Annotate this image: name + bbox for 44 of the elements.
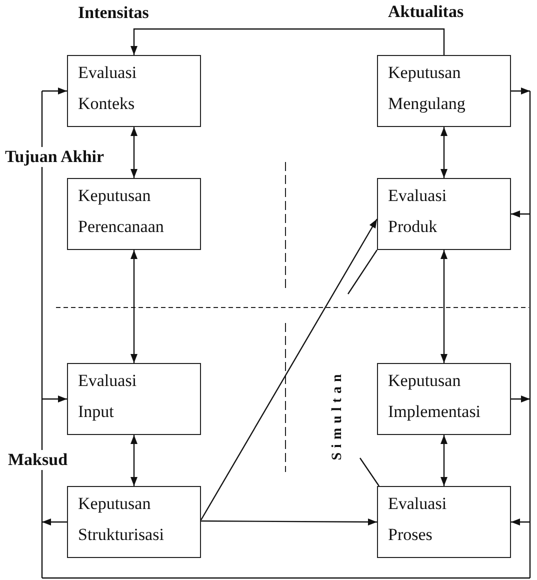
leader-line xyxy=(360,458,380,486)
connector-line xyxy=(529,214,531,399)
connector-arrow xyxy=(42,518,67,526)
step-label: Keputusan Implementasi xyxy=(388,370,481,423)
step-label: Evaluasi Konteks xyxy=(78,62,137,115)
process-box xyxy=(67,55,201,127)
step-label: Keputusan Strukturisasi xyxy=(78,493,164,546)
step-label: Evaluasi Input xyxy=(78,370,137,423)
connector-arrow xyxy=(130,127,138,178)
connector-arrow xyxy=(440,435,448,486)
process-box xyxy=(377,486,511,558)
connector-line xyxy=(529,522,531,578)
quadrant-label: Maksud xyxy=(8,450,68,470)
connector-line xyxy=(348,250,378,294)
connector-arrow xyxy=(511,396,530,402)
vertical-label: Simultan xyxy=(330,370,346,460)
connector-arrow xyxy=(42,396,67,402)
connector-arrow xyxy=(130,250,138,363)
connector-arrow xyxy=(201,518,377,526)
connector-arrow xyxy=(511,210,530,218)
connector-arrow xyxy=(200,218,378,520)
process-box xyxy=(67,486,201,558)
quadrant-label: Tujuan Akhir xyxy=(5,147,104,167)
connector-line xyxy=(529,91,531,214)
process-box xyxy=(67,363,201,435)
step-label: Keputusan Mengulang xyxy=(388,62,466,115)
process-box xyxy=(377,363,511,435)
connector-arrow xyxy=(440,127,448,178)
connector-arrow xyxy=(130,28,445,55)
step-label: Evaluasi Produk xyxy=(388,185,447,238)
connector-arrow xyxy=(511,88,530,94)
connector-line xyxy=(529,399,531,522)
connector-arrow xyxy=(440,250,448,363)
connector-line xyxy=(42,577,530,579)
process-box xyxy=(377,55,511,127)
step-label: Keputusan Perencanaan xyxy=(78,185,164,238)
connector-arrow xyxy=(511,518,530,526)
connector-arrow xyxy=(130,435,138,486)
connector-arrow xyxy=(42,88,67,94)
process-box xyxy=(377,178,511,250)
connector-line xyxy=(41,91,43,399)
step-label: Evaluasi Proses xyxy=(388,493,447,546)
process-box xyxy=(67,178,201,250)
connector-line xyxy=(41,522,43,578)
